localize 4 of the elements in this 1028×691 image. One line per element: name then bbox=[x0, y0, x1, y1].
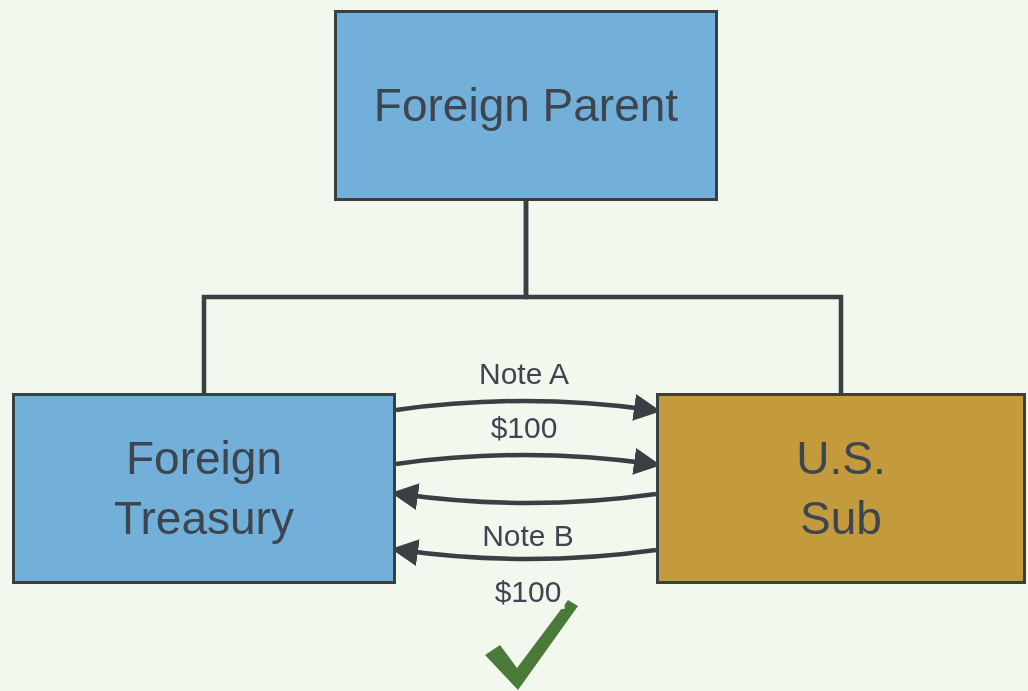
entity-box: U.S. Sub bbox=[656, 393, 1026, 584]
entity-box: Foreign Parent bbox=[334, 10, 718, 201]
connector-line bbox=[523, 201, 844, 393]
entity-box: Foreign Treasury bbox=[12, 393, 396, 584]
